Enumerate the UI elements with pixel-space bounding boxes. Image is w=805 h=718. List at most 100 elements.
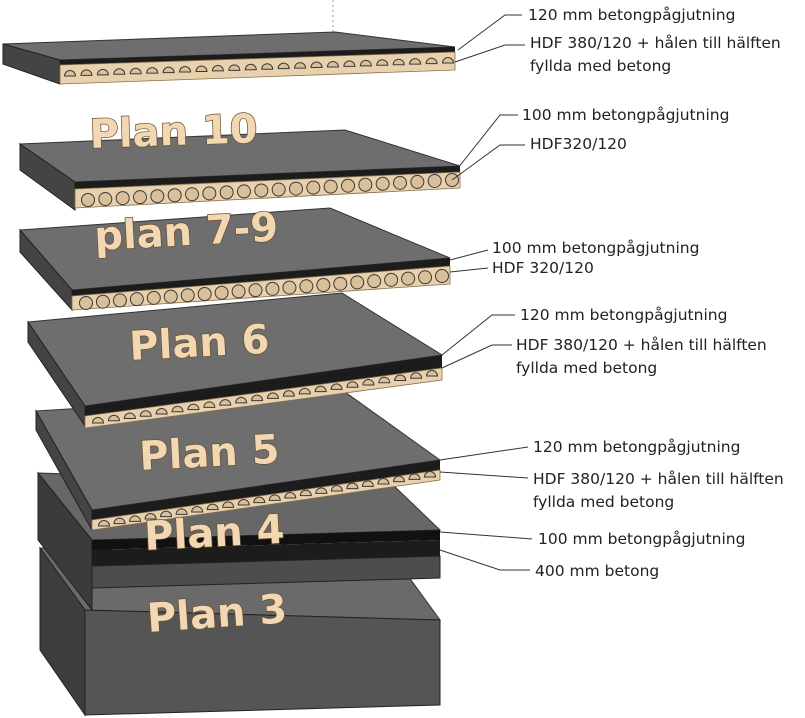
- hollow-core-hole: [146, 67, 159, 74]
- hollow-core-hole: [346, 482, 359, 490]
- hollow-core-hole: [219, 185, 234, 200]
- hollow-core-hole: [392, 475, 405, 483]
- plan-label-6: Plan 6: [128, 317, 270, 370]
- hollow-core-hole: [377, 478, 390, 485]
- hollow-core-hole: [425, 57, 438, 65]
- hollow-core-hole: [427, 173, 442, 188]
- hollow-core-hole: [266, 392, 279, 399]
- hollow-core-hole: [346, 381, 359, 388]
- hollow-core-hole: [376, 59, 389, 66]
- hdf-holes-top: [63, 57, 455, 77]
- hollow-core-hole: [206, 503, 219, 511]
- hollow-core-hole: [81, 193, 95, 207]
- label-plan5-hdf-2: fyllda med betong: [533, 493, 674, 511]
- label-top-pour: 120 mm betongpågjutning: [528, 6, 735, 24]
- hollow-core-hole: [97, 520, 111, 527]
- hollow-core-hole: [284, 492, 297, 499]
- label-plan4-pour: 100 mm betongpågjutning: [538, 530, 745, 548]
- hollow-core-hole: [375, 176, 390, 191]
- slab-plan-10: [18, 129, 461, 211]
- hollow-core-hole: [197, 287, 212, 301]
- hollow-core-hole: [187, 403, 200, 411]
- label-plan10-hdf: HDF320/120: [530, 135, 627, 153]
- hollow-core-hole: [146, 290, 161, 305]
- hollow-core-hole: [129, 515, 142, 522]
- hollow-core-hole: [244, 63, 257, 71]
- hollow-core-hole: [254, 183, 269, 198]
- slab-plan-6: [27, 292, 444, 429]
- hollow-core-hole: [237, 499, 250, 506]
- hollow-core-hole: [63, 70, 77, 77]
- hollow-core-hole: [144, 513, 157, 520]
- label-plan6-hdf-2: fyllda med betong: [516, 359, 657, 377]
- hollow-core-hole: [268, 494, 281, 501]
- hollow-core-hole: [315, 487, 328, 494]
- hollow-core-hole: [323, 179, 338, 194]
- hollow-core-hole: [155, 408, 168, 415]
- hollow-core-hole: [180, 288, 195, 303]
- hollow-core-hole: [362, 379, 375, 386]
- hdf-holes-plan-10: [81, 173, 459, 207]
- hollow-core-hole: [393, 175, 407, 190]
- hollow-core-hole: [162, 66, 175, 74]
- label-top-hdf: HDF 380/120 + hålen till hälften: [530, 34, 781, 52]
- hollow-core-hole: [261, 63, 274, 70]
- hollow-core-hole: [408, 473, 421, 480]
- hollow-core-hole: [410, 372, 423, 379]
- plan-label-5: Plan 5: [138, 427, 280, 480]
- hollow-core-hole: [343, 60, 356, 67]
- hollow-core-hole: [253, 496, 266, 504]
- label-plan79-pour: 100 mm betongpågjutning: [492, 239, 699, 257]
- hollow-core-hole: [401, 271, 416, 286]
- hollow-core-hole: [306, 180, 321, 195]
- label-plan5-pour: 120 mm betongpågjutning: [533, 438, 740, 456]
- hollow-core-hole: [265, 281, 280, 296]
- label-top-hdf-2: fyllda med betong: [530, 57, 671, 75]
- hdf-holes-plan-5: [97, 471, 437, 527]
- hollow-core-hole: [277, 62, 290, 70]
- hollow-core-hole: [316, 278, 331, 292]
- leader-lines: [439, 14, 533, 571]
- hollow-core-hole: [409, 58, 422, 65]
- hollow-core-hole: [350, 275, 365, 290]
- hollow-core-hole: [80, 69, 93, 76]
- hollow-core-hole: [314, 385, 327, 393]
- hollow-core-hole: [129, 67, 142, 75]
- hollow-core-hole: [133, 190, 147, 205]
- hollow-core-hole: [91, 417, 105, 424]
- hollow-core-hole: [202, 186, 217, 201]
- hollow-core-hole: [185, 187, 199, 202]
- hollow-core-hole: [248, 283, 263, 298]
- plan-label-10: Plan 10: [89, 106, 259, 158]
- hollow-core-hole: [211, 64, 224, 72]
- hollow-core-hole: [333, 276, 348, 291]
- hollow-core-hole: [160, 510, 173, 518]
- label-plan6-pour: 120 mm betongpågjutning: [520, 306, 727, 324]
- label-plan5-hdf: HDF 380/120 + hålen till hälften: [533, 470, 784, 488]
- slab-plan-7-9: [18, 207, 451, 312]
- hollow-core-hole: [95, 294, 110, 309]
- hollow-core-hole: [150, 189, 165, 204]
- hollow-core-hole: [175, 508, 188, 515]
- hollow-core-hole: [299, 489, 312, 497]
- hollow-core-hole: [294, 62, 307, 69]
- hollow-core-hole: [79, 296, 93, 310]
- hollow-core-hole: [282, 280, 297, 295]
- hollow-core-hole: [410, 174, 425, 189]
- hollow-core-hole: [359, 59, 372, 67]
- hollow-core-hole: [326, 61, 339, 68]
- hollow-core-hole: [358, 177, 373, 192]
- hollow-core-hole: [237, 184, 251, 199]
- hollow-core-hole: [222, 501, 235, 508]
- hollow-core-hole: [378, 376, 391, 384]
- hollow-core-hole: [235, 396, 248, 404]
- hdf-holes-plan-6: [91, 370, 439, 424]
- hollow-core-hole: [113, 68, 126, 75]
- hollow-core-hole: [112, 293, 127, 308]
- hollow-core-hole: [203, 401, 216, 408]
- plan-label-4: Plan 4: [143, 507, 285, 560]
- slab-top: [2, 31, 456, 85]
- hollow-core-hole: [195, 65, 208, 72]
- hdf-holes-plan-7-9: [79, 269, 449, 310]
